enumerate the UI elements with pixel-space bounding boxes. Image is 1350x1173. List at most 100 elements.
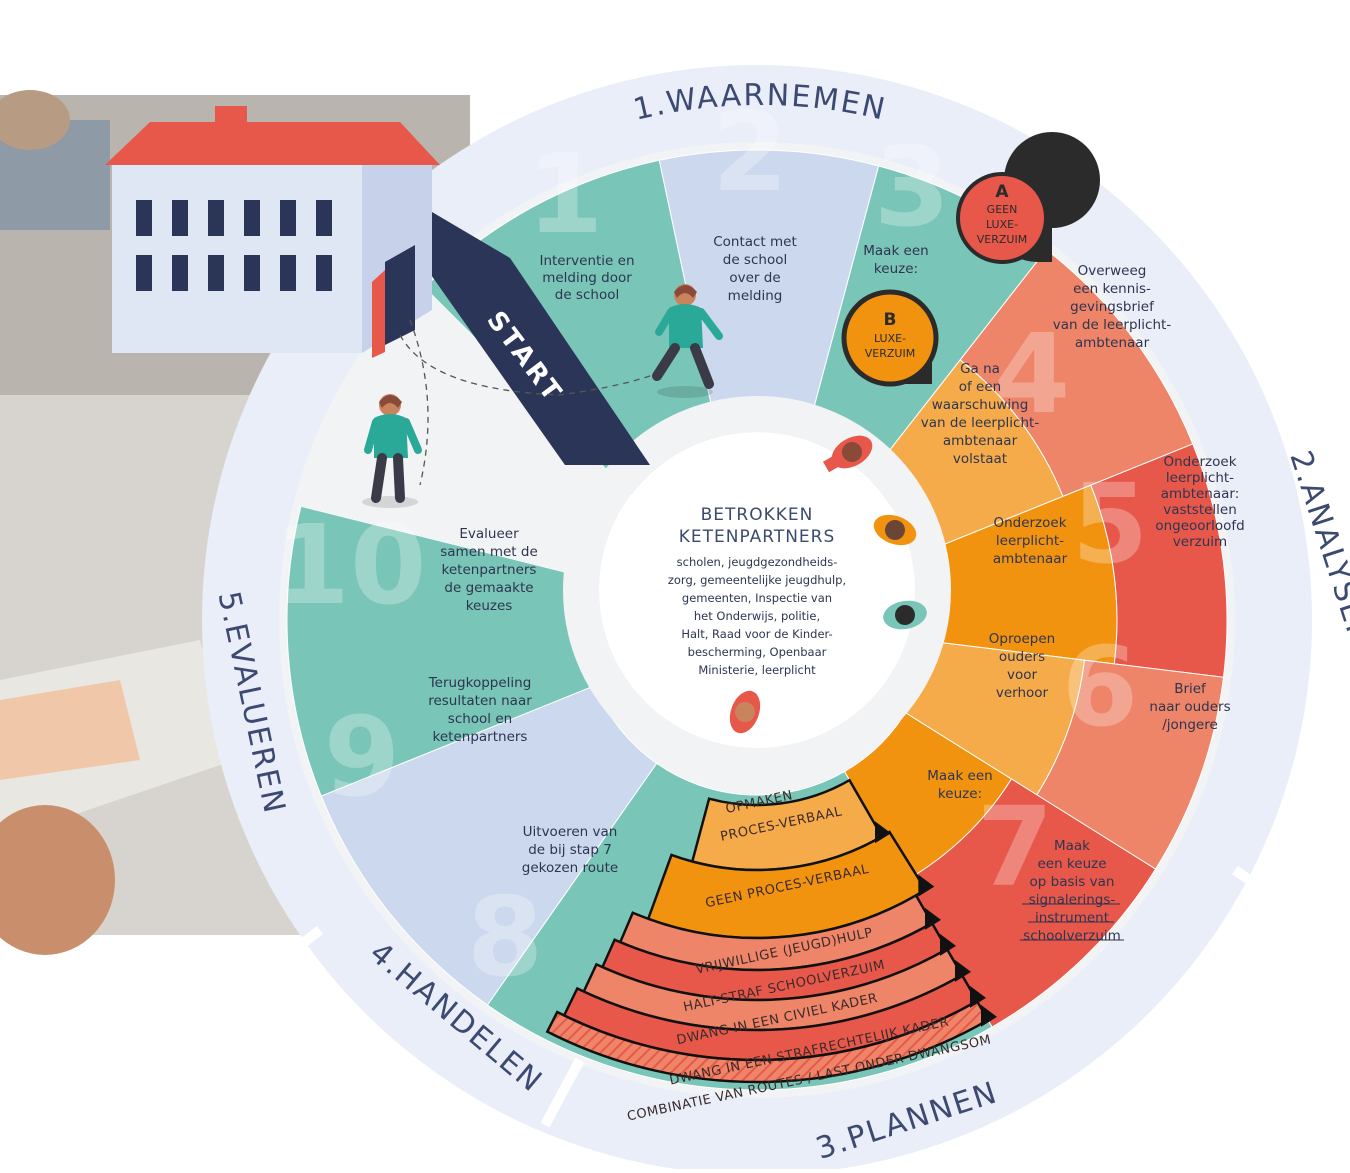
badge-b-line-2: VERZUIM	[865, 347, 915, 360]
step-4-text-line: waarschuwing	[932, 397, 1029, 413]
step-number-7: 7	[977, 783, 1054, 911]
step-7-outer-text-line: signalerings-	[1029, 892, 1116, 908]
step-2-text-line: over de	[729, 270, 780, 286]
step-8-text-line: gekozen route	[522, 860, 618, 876]
walking-girl-figure-2	[362, 394, 422, 508]
step-6-text-line: Oproepen	[989, 631, 1055, 647]
step-number-2: 2	[712, 88, 789, 216]
step-1-text-line: de school	[555, 287, 619, 303]
step-3-text-line: keuze:	[874, 261, 918, 277]
center-body-line-1: scholen, jeugdgezondheids-	[677, 555, 838, 569]
center-body-line-7: Ministerie, leerplicht	[698, 663, 816, 677]
step-5-outer-text-line: Onderzoek	[1163, 454, 1236, 470]
step-8-text-line: de bij stap 7	[528, 842, 612, 858]
step-5-text: Onderzoek leerplicht-ambtenaar	[993, 515, 1068, 567]
step-7-outer-text-line: Maak	[1054, 838, 1090, 854]
walking-girl-figure-1	[652, 284, 723, 398]
center-body-line-6: bescherming, Openbaar	[688, 645, 827, 659]
route-arrow-icon	[970, 985, 986, 1008]
step-9-text-line: resultaten naar	[428, 693, 532, 709]
step-7-outer-text-line: schoolverzuim	[1023, 928, 1121, 944]
center-body: scholen, jeugdgezondheids- zorg, gemeent…	[668, 555, 846, 677]
step-number-5: 5	[1072, 460, 1149, 588]
step-8-text-line: Uitvoeren van	[523, 824, 618, 840]
school-building-icon	[105, 106, 440, 358]
center-body-line-2: zorg, gemeentelijke jeugdhulp,	[668, 573, 846, 587]
step-5-outer-text: Onderzoekleerplicht-ambtenaar:vaststelle…	[1155, 454, 1244, 550]
step-5-outer-text-line: leerplicht-	[1166, 470, 1234, 486]
route-band-combinatie	[545, 999, 990, 1084]
step-1-text-line: melding door	[542, 270, 632, 286]
step-10-text-line: Evalueer	[459, 526, 519, 542]
step-5-outer-text-line: ambtenaar:	[1161, 486, 1240, 502]
step-4-outer-text-line: ambtenaar	[1075, 335, 1150, 351]
route-arrow-icon	[981, 1004, 997, 1027]
center-title-line-1: BETROKKEN	[701, 505, 814, 525]
person-topview-teal	[883, 600, 927, 630]
step-5-outer-text-line: vaststellen	[1163, 502, 1237, 518]
step-number-4: 4	[994, 310, 1071, 438]
route-arrow-icon	[918, 874, 935, 897]
step-4-text-line: Ga na	[960, 361, 1000, 377]
step-number-10: 10	[273, 501, 426, 629]
person-topview-red-2	[729, 690, 761, 734]
step-7-outer-text-line: instrument	[1035, 910, 1109, 926]
step-2-text-line: Contact met	[713, 234, 797, 250]
center-disc	[599, 432, 915, 748]
badge-a-geen-luxeverzuim: A GEEN LUXE- VERZUIM	[956, 132, 1100, 264]
signalering-underline	[1020, 903, 1124, 941]
step-10-text-line: de gemaakte	[444, 580, 533, 596]
badge-a-line-1: GEEN	[987, 203, 1018, 216]
center-body-line-5: Halt, Raad voor de Kinder-	[681, 627, 832, 641]
step-5-text-line: leerplicht-	[996, 533, 1064, 549]
badge-a-line-2: LUXE-	[986, 218, 1018, 231]
step-6-text-line: voor	[1007, 667, 1038, 683]
route-arrow-icon	[925, 907, 941, 930]
step-4-outer-text-line: een kennis-	[1073, 281, 1151, 297]
step-10-text-line: samen met de	[440, 544, 538, 560]
step-4-text-line: volstaat	[953, 451, 1007, 467]
wedge-step-9	[320, 684, 658, 1006]
badge-a-line-3: VERZUIM	[977, 233, 1027, 246]
step-5-text-line: ambtenaar	[993, 551, 1068, 567]
step-number-9: 9	[324, 693, 401, 821]
step-7-outer-text-line: een keuze	[1037, 856, 1106, 872]
badge-b-luxeverzuim: B LUXE- VERZUIM	[841, 289, 939, 387]
step-4-outer-text-line: gevingsbrief	[1070, 299, 1155, 315]
step-10-text: Evalueer samen met de ketenpartners de gema…	[440, 526, 538, 614]
step-1-text-line: Interventie en	[539, 253, 634, 269]
step-6-outer-text-line: Brief	[1174, 681, 1207, 697]
step-5-text-line: Onderzoek	[993, 515, 1066, 531]
step-10-text-line: keuzes	[466, 598, 513, 614]
step-6-text-line: ouders	[999, 649, 1045, 665]
step-4-outer-text-line: van de leerplicht-	[1053, 317, 1172, 333]
step-10-text-line: ketenpartners	[442, 562, 537, 578]
badge-b-letter: B	[884, 310, 897, 330]
step-6-text-line: verhoor	[996, 685, 1049, 701]
step-2-text-line: de school	[723, 252, 787, 268]
step-5-outer-text-line: ongeoorloofd	[1155, 518, 1244, 534]
badge-a-letter: A	[995, 182, 1009, 202]
step-8-text: Uitvoeren van de bij stap 7 gekozen route	[522, 824, 618, 876]
step-9-text-line: Terugkoppeling	[428, 675, 532, 691]
step-number-3: 3	[874, 123, 951, 251]
step-number-6: 6	[1062, 623, 1139, 751]
step-4-outer-text: Overweeg een kennis-gevingsbrief van de le…	[1053, 263, 1172, 351]
step-4-text-line: of een	[959, 379, 1001, 395]
center-body-line-3: gemeenten, Inspectie van	[682, 591, 832, 605]
step-4-outer-text-line: Overweeg	[1078, 263, 1147, 279]
step-4-text-line: ambtenaar	[943, 433, 1018, 449]
step-3-text-line: Maak een	[863, 243, 928, 259]
step-6-outer-text-line: naar ouders	[1149, 699, 1230, 715]
center-title-line-2: KETENPARTNERS	[679, 527, 836, 547]
step-7-text-line: Maak een	[927, 768, 992, 784]
center-body-line-4: het Onderwijs, politie,	[694, 609, 820, 623]
